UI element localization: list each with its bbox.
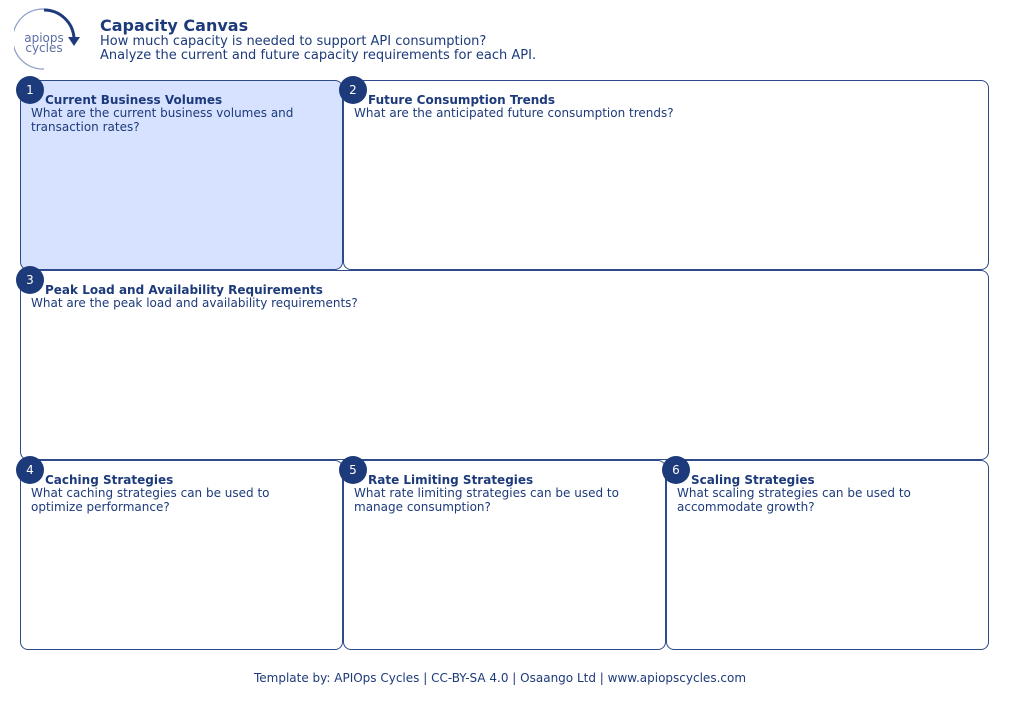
section-future-consumption-trends[interactable]: 2 Future Consumption Trends What are the… <box>339 76 989 270</box>
cycle-arrow-icon <box>14 8 80 70</box>
apiops-cycles-logo: apiops cycles <box>14 8 82 70</box>
section-title: Rate Limiting Strategies <box>368 473 534 487</box>
logo-text-line1: apiops <box>24 31 64 45</box>
section-question: What are the peak load and availability … <box>31 296 358 310</box>
section-number-badge: 5 <box>339 456 367 484</box>
section-question: What are the current business volumes an… <box>31 106 294 134</box>
section-current-business-volumes[interactable]: 1 Current Business Volumes What are the … <box>16 76 343 270</box>
logo-text-line2: cycles <box>25 41 63 55</box>
footer-credits: Template by: APIOps Cycles | CC-BY-SA 4.… <box>253 671 747 685</box>
page-title: Capacity Canvas <box>100 16 249 35</box>
section-peak-load-availability[interactable]: 3 Peak Load and Availability Requirement… <box>16 266 989 460</box>
header: Capacity Canvas How much capacity is nee… <box>100 17 536 63</box>
section-caching-strategies[interactable]: 4 Caching Strategies What caching strate… <box>16 456 343 650</box>
section-scaling-strategies[interactable]: 6 Scaling Strategies What scaling strate… <box>662 456 989 650</box>
section-title: Caching Strategies <box>45 473 174 487</box>
section-number-badge: 2 <box>339 76 367 104</box>
section-question: What are the anticipated future consumpt… <box>354 106 674 120</box>
section-rate-limiting-strategies[interactable]: 5 Rate Limiting Strategies What rate lim… <box>339 456 666 650</box>
page-subtitle-line2: Analyze the current and future capacity … <box>100 48 537 63</box>
page-subtitle-line1: How much capacity is needed to support A… <box>100 34 487 49</box>
section-number-badge: 6 <box>662 456 690 484</box>
section-title: Peak Load and Availability Requirements <box>45 283 323 297</box>
section-question: What caching strategies can be used to o… <box>31 486 270 514</box>
section-number-badge: 3 <box>16 266 44 294</box>
section-number-badge: 1 <box>16 76 44 104</box>
section-title: Scaling Strategies <box>691 473 815 487</box>
section-title: Current Business Volumes <box>45 93 223 107</box>
section-question: What scaling strategies can be used to a… <box>677 486 911 514</box>
section-question: What rate limiting strategies can be use… <box>354 486 619 514</box>
section-number-badge: 4 <box>16 456 44 484</box>
section-title: Future Consumption Trends <box>368 93 556 107</box>
